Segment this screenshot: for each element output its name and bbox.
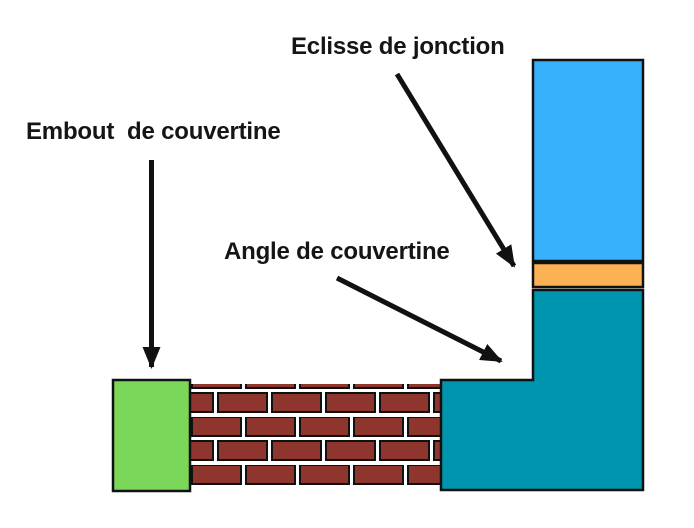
brick-wall-pattern (190, 384, 442, 485)
angle-arrow (335, 275, 503, 364)
angle-de-couvertine-shape (439, 288, 645, 492)
label-angle-de-couvertine: Angle de couvertine (224, 238, 450, 265)
eclisse-arrow (394, 72, 517, 268)
label-eclisse-de-jonction: Eclisse de jonction (291, 33, 505, 60)
embout-de-couvertine-shape (111, 378, 192, 493)
eclisse-de-jonction-shape (531, 261, 645, 289)
brick-wall (190, 384, 442, 485)
label-embout-de-couvertine: Embout de couvertine (26, 118, 281, 145)
couvertine-blue-section-shape (531, 58, 645, 263)
